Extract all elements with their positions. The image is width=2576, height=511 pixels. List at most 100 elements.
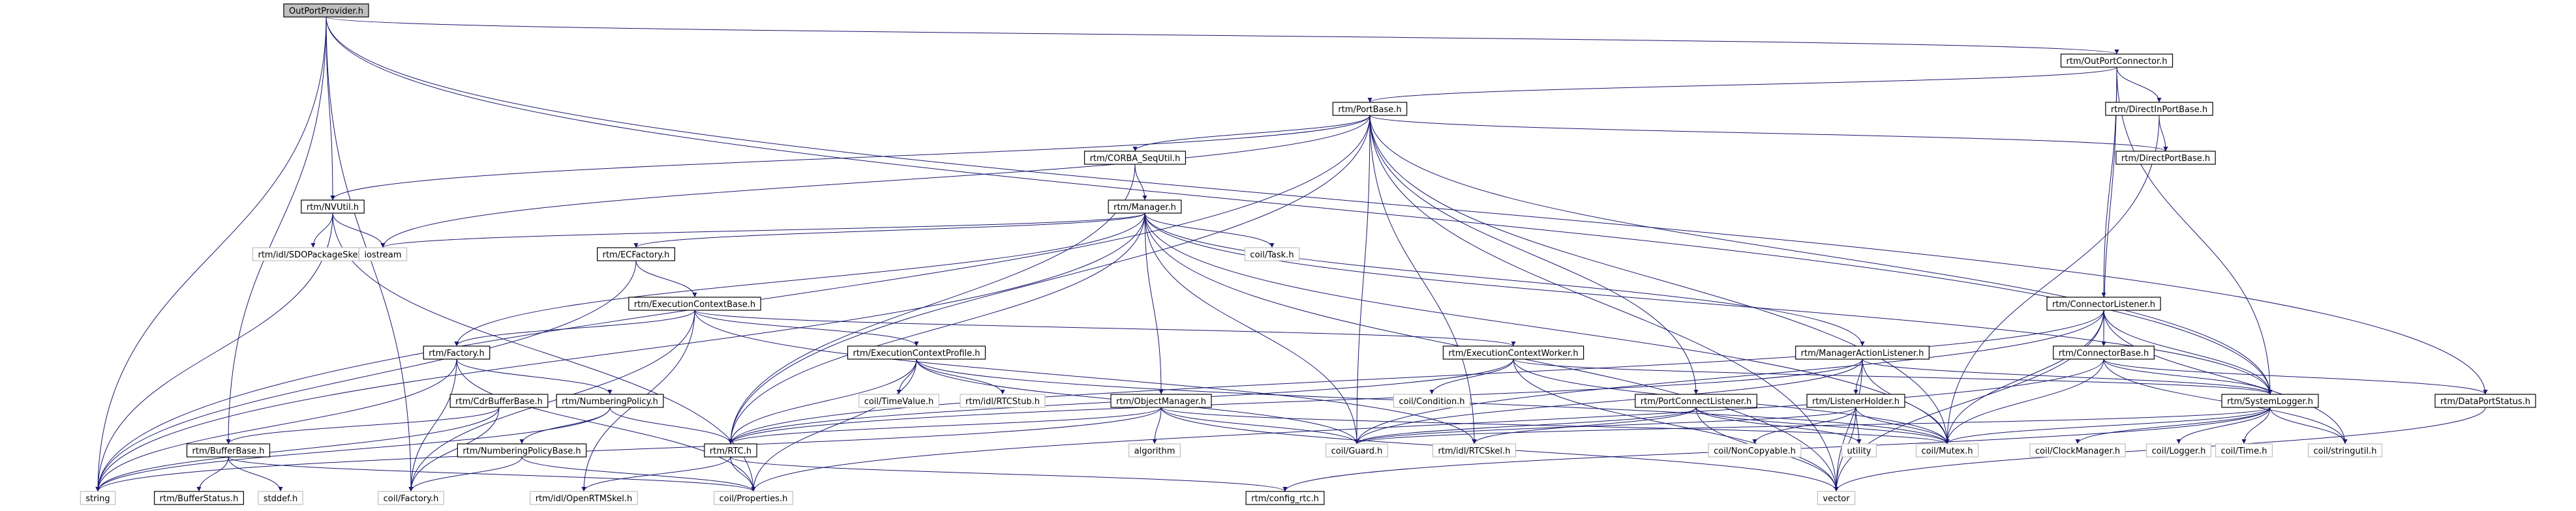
node-rtm-idl-openrtmskel-h: rtm/idl/OpenRTMSkel.h bbox=[530, 491, 638, 505]
node-algorithm: algorithm bbox=[1129, 443, 1181, 458]
node-rtm-idl-sdopackageskel-h: rtm/idl/SDOPackageSkel.h bbox=[252, 247, 374, 261]
node-rtm-listenerholder-h[interactable]: rtm/ListenerHolder.h bbox=[1806, 394, 1905, 408]
node-rtm-factory-h[interactable]: rtm/Factory.h bbox=[423, 345, 491, 360]
node-label: rtm/NumberingPolicy.h bbox=[562, 397, 658, 407]
edge-cb-to-sl bbox=[2103, 358, 2273, 395]
node-rtm-systemlogger-h[interactable]: rtm/SystemLogger.h bbox=[2221, 394, 2319, 408]
node-coil-clockmanager-h: coil/ClockManager.h bbox=[2029, 443, 2126, 458]
edge-cb-to-dps bbox=[2103, 358, 2488, 395]
node-rtm-portconnectlistener-h[interactable]: rtm/PortConnectListener.h bbox=[1635, 394, 1757, 408]
edge-dipb-to-mutex bbox=[1945, 115, 2160, 445]
edge-om-to-guard bbox=[1160, 407, 1359, 445]
node-rtm-manager-h[interactable]: rtm/Manager.h bbox=[1108, 199, 1182, 214]
node-rtm-connectorlistener-h[interactable]: rtm/ConnectorListener.h bbox=[2046, 297, 2161, 311]
node-rtm-ecfactory-h[interactable]: rtm/ECFactory.h bbox=[597, 247, 675, 261]
edge-sl-to-clockm bbox=[2075, 407, 2271, 445]
node-vector: vector bbox=[1817, 491, 1856, 505]
node-label: rtm/idl/SDOPackageSkel.h bbox=[258, 250, 368, 260]
node-label: rtm/idl/OpenRTMSkel.h bbox=[536, 494, 633, 504]
edge-np-to-npb bbox=[519, 407, 611, 445]
node-rtm-manageractionlistener-h[interactable]: rtm/ManagerActionListener.h bbox=[1795, 345, 1930, 360]
node-rtm-cdrbufferbase-h[interactable]: rtm/CdrBufferBase.h bbox=[449, 394, 549, 408]
node-rtm-executioncontextworker-h[interactable]: rtm/ExecutionContextWorker.h bbox=[1442, 345, 1584, 360]
node-rtm-numberingpolicybase-h[interactable]: rtm/NumberingPolicyBase.h bbox=[457, 443, 587, 458]
node-coil-task-h: coil/Task.h bbox=[1244, 247, 1300, 261]
node-label: algorithm bbox=[1134, 446, 1175, 456]
edge-mal-to-guard bbox=[1354, 358, 1863, 445]
node-label: rtm/BufferStatus.h bbox=[160, 494, 239, 504]
edge-bb-to-stddef bbox=[228, 456, 283, 492]
edge-om-to-rtc bbox=[728, 407, 1162, 445]
node-label: coil/stringutil.h bbox=[2314, 446, 2377, 456]
edge-pb-to-sl bbox=[1369, 115, 2273, 395]
node-rtm-config-rtc-h[interactable]: rtm/config_rtc.h bbox=[1245, 491, 1325, 505]
edge-cl-to-rtc bbox=[728, 310, 2104, 445]
edge-opc-to-dipb bbox=[2116, 66, 2162, 103]
edge-mgr-to-om bbox=[1144, 212, 1164, 395]
node-rtm-numberingpolicy-h[interactable]: rtm/NumberingPolicy.h bbox=[556, 394, 664, 408]
edge-csu-to-mgr bbox=[1134, 164, 1147, 201]
edge-sl-to-logger bbox=[2176, 407, 2271, 445]
node-coil-properties-h: coil/Properties.h bbox=[714, 491, 793, 505]
edge-mgr-to-fac bbox=[454, 212, 1145, 347]
node-rtm-bufferbase-h[interactable]: rtm/BufferBase.h bbox=[186, 443, 271, 458]
node-rtm-dataportstatus-h[interactable]: rtm/DataPortStatus.h bbox=[2434, 394, 2536, 408]
edge-mgr-to-mal bbox=[1144, 212, 1865, 347]
node-coil-time-h: coil/Time.h bbox=[2215, 443, 2273, 458]
edge-mgr-to-ios bbox=[380, 212, 1145, 248]
edge-ecp-to-prop bbox=[751, 358, 917, 492]
node-label: coil/Task.h bbox=[1250, 250, 1294, 260]
edge-cl-to-vector bbox=[1834, 310, 2104, 492]
node-rtm-rtc-h[interactable]: rtm/RTC.h bbox=[704, 443, 757, 458]
node-label: utility bbox=[1847, 446, 1871, 456]
node-rtm-directinportbase-h[interactable]: rtm/DirectInPortBase.h bbox=[2105, 102, 2213, 116]
header-nodes: OutPortProvider.h rtm/OutPortConnector.h r… bbox=[80, 3, 2536, 505]
edge-root-to-nvu bbox=[326, 16, 335, 201]
edge-csu-to-rtc bbox=[728, 164, 1136, 445]
node-label: rtm/NVUtil.h bbox=[307, 203, 359, 212]
node-label: rtm/ManagerActionListener.h bbox=[1801, 349, 1924, 358]
edge-nvu-to-string bbox=[95, 212, 333, 492]
edge-fac-to-np bbox=[456, 358, 613, 395]
edge-ecp-to-tv bbox=[896, 358, 917, 395]
node-rtm-nvutil-h[interactable]: rtm/NVUtil.h bbox=[301, 199, 365, 214]
node-label: coil/Logger.h bbox=[2152, 446, 2206, 456]
node-label: iostream bbox=[364, 250, 401, 260]
node-label: coil/Time.h bbox=[2221, 446, 2267, 456]
edge-cb-to-mutex bbox=[1945, 358, 2104, 445]
node-label: rtm/DataPortStatus.h bbox=[2440, 397, 2530, 407]
edge-cl-to-strutil bbox=[2103, 310, 2348, 445]
edge-root-to-opc bbox=[326, 16, 2119, 55]
node-label: rtm/ObjectManager.h bbox=[1116, 397, 1206, 407]
edge-bb-to-bs bbox=[196, 456, 229, 492]
node-rtm-outportconnector-h[interactable]: rtm/OutPortConnector.h bbox=[2060, 53, 2174, 68]
node-label: coil/Condition.h bbox=[1399, 397, 1464, 407]
edge-np-to-string bbox=[95, 407, 611, 492]
edge-rtc-to-ortm bbox=[581, 456, 731, 492]
node-coil-noncopyable-h: coil/NonCopyable.h bbox=[1708, 443, 1802, 458]
edge-pb-to-rtcskel bbox=[1369, 115, 1477, 445]
node-rtm-executioncontextbase-h[interactable]: rtm/ExecutionContextBase.h bbox=[628, 297, 761, 311]
node-rtm-directportbase-h[interactable]: rtm/DirectPortBase.h bbox=[2115, 151, 2216, 165]
node-rtm-portbase-h[interactable]: rtm/PortBase.h bbox=[1332, 102, 1408, 116]
edge-pb-to-ios bbox=[380, 115, 1371, 248]
node-rtm-corba-sequtil-h[interactable]: rtm/CORBA_SeqUtil.h bbox=[1083, 151, 1187, 165]
edge-mal-to-sl bbox=[1862, 358, 2273, 395]
edge-pb-to-pcl bbox=[1369, 115, 1699, 395]
edge-pcl-to-rtcskel bbox=[1472, 407, 1697, 445]
node-label: coil/ClockManager.h bbox=[2035, 446, 2120, 456]
edge-mgr-to-ecf bbox=[633, 212, 1145, 248]
edge-pb-to-mutex bbox=[1369, 115, 1950, 445]
node-rtm-objectmanager-h[interactable]: rtm/ObjectManager.h bbox=[1110, 394, 1212, 408]
node-rtm-connectorbase-h[interactable]: rtm/ConnectorBase.h bbox=[2053, 345, 2155, 360]
node-outportprovider-h[interactable]: OutPortProvider.h bbox=[283, 3, 369, 18]
node-label: rtm/ConnectorBase.h bbox=[2059, 349, 2149, 358]
edge-pcl-to-util bbox=[1695, 407, 1862, 445]
node-label: stddef.h bbox=[264, 494, 297, 504]
node-rtm-bufferstatus-h[interactable]: rtm/BufferStatus.h bbox=[154, 491, 244, 505]
node-label: rtm/config_rtc.h bbox=[1251, 494, 1319, 504]
node-label: coil/Properties.h bbox=[720, 494, 788, 504]
node-coil-logger-h: coil/Logger.h bbox=[2146, 443, 2211, 458]
node-string: string bbox=[80, 491, 116, 505]
node-rtm-executioncontextprofile-h[interactable]: rtm/ExecutionContextProfile.h bbox=[847, 345, 986, 360]
